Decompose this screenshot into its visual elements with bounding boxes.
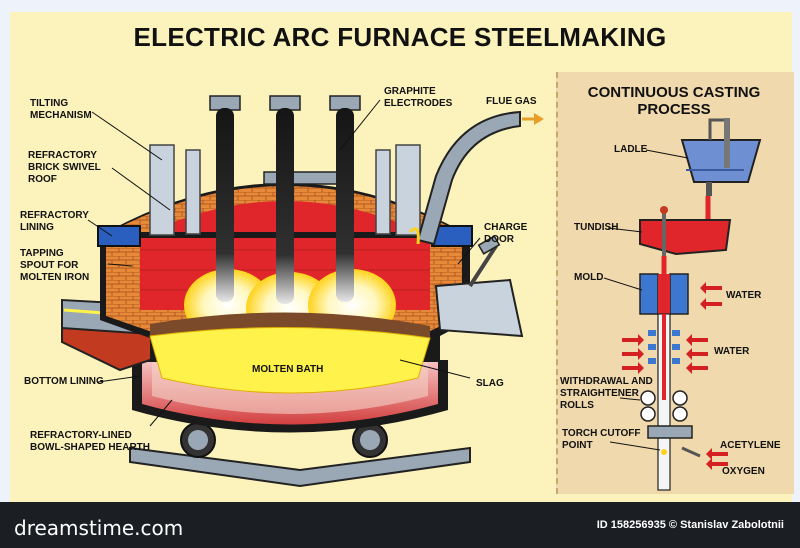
label-bottom-lining: BOTTOM LINING (24, 376, 104, 387)
footer-bar: dreamstime.com ID 158256935 © Stanislav … (0, 502, 800, 548)
water-arrows (622, 282, 728, 470)
label-tapping-spout: TAPPING SPOUT FOR MOLTEN IRON (20, 248, 90, 283)
graphite-electrodes (209, 95, 361, 304)
molten-bath (149, 326, 431, 394)
casting-title-line2: PROCESS (637, 101, 711, 118)
label-flue-gas: FLUE GAS (486, 96, 537, 107)
label-molten-bath: MOLTEN BATH (252, 364, 324, 375)
label-refractory-lining: REFRACTORY LINING (20, 210, 89, 233)
slag-layer (150, 312, 430, 340)
casting-title-line1: CONTINUOUS CASTING (587, 84, 761, 101)
charge-door (434, 235, 524, 338)
label-graphite-electrodes: GRAPHITE ELECTRODES (384, 86, 453, 109)
label-ladle: LADLE (614, 144, 648, 155)
label-hearth: REFRACTORY-LINED BOWL-SHAPED HEARTH (30, 430, 150, 453)
label-oxygen: OXYGEN (722, 466, 765, 477)
ladle (680, 118, 762, 196)
label-slag: SLAG (476, 378, 504, 389)
footer-image-id: ID 158256935 © Stanislav Zabolotnii (596, 519, 784, 531)
label-acetylene: ACETYLENE (720, 440, 781, 451)
footer-brand[interactable]: dreamstime.com (14, 516, 184, 540)
casting-leader-lines (603, 149, 689, 451)
label-swivel-roof: REFRACTORY BRICK SWIVEL ROOF (28, 150, 101, 185)
withdrawal-rolls (640, 390, 688, 422)
label-tilting-mechanism: TILTING MECHANISM (30, 98, 92, 121)
label-water-mold: WATER (726, 290, 762, 301)
diagram-title: ELECTRIC ARC FURNACE STEELMAKING (133, 22, 667, 52)
furnace-leader-lines (87, 99, 481, 427)
label-water-spray: WATER (714, 346, 750, 357)
wheel-left (180, 422, 216, 458)
label-charge-door: CHARGE DOOR (484, 222, 528, 245)
flue-duct (408, 110, 544, 246)
wheel-right (352, 422, 388, 458)
label-mold: MOLD (574, 272, 604, 283)
tilting-rail (129, 446, 471, 488)
tundish (639, 206, 732, 274)
label-torch-cutoff: TORCH CUTOFF POINT (562, 428, 641, 451)
label-withdrawal-rolls: WITHDRAWAL AND STRAIGHTENER ROLLS (560, 376, 653, 411)
label-tundish: TUNDISH (574, 222, 619, 233)
torch-cutoff (647, 425, 701, 458)
strand (648, 313, 680, 491)
mold (639, 273, 689, 315)
